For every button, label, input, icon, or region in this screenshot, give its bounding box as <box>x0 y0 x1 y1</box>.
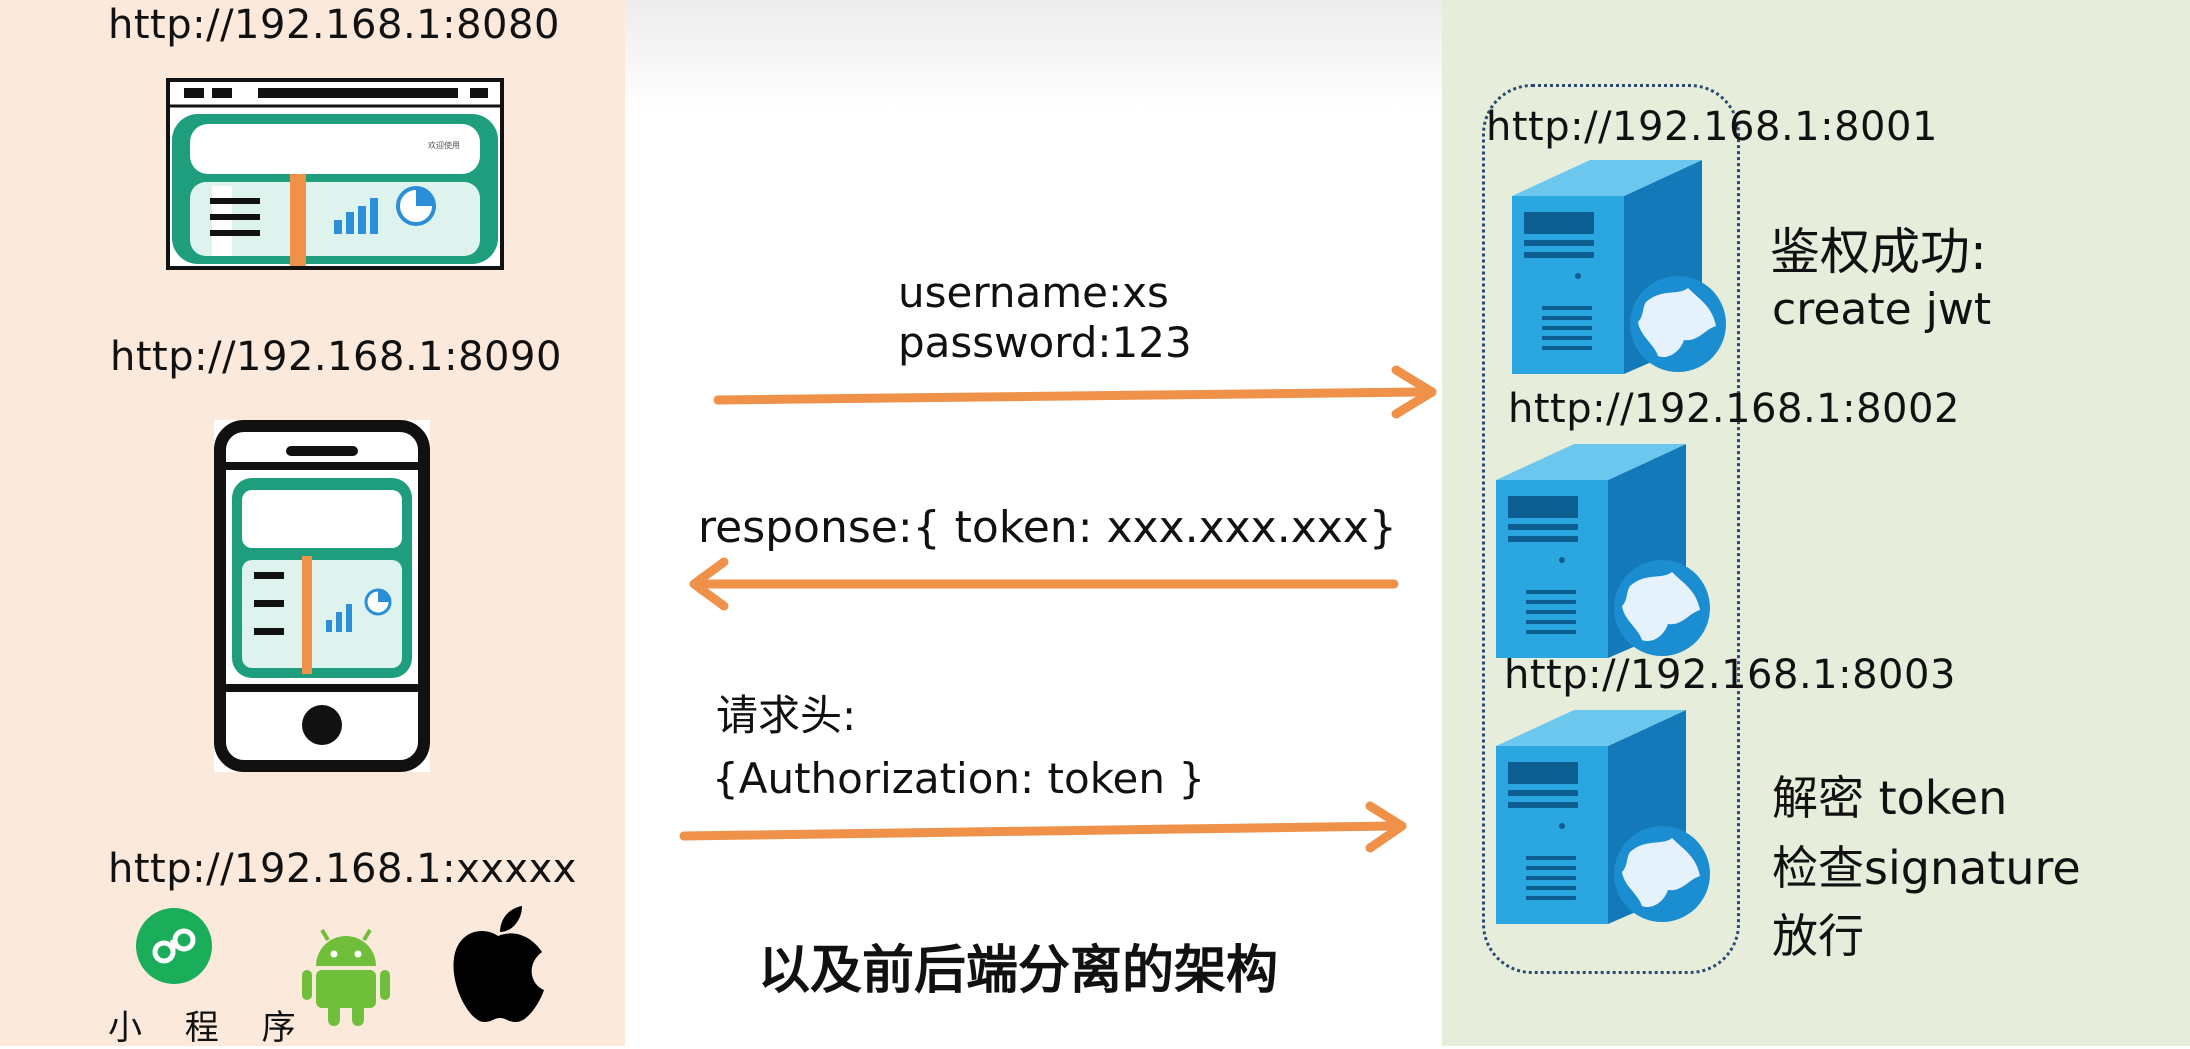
other-client-url: http://192.168.1:xxxxx <box>108 846 577 892</box>
web-browser-icon: 欢迎使用 <box>166 78 504 270</box>
login-password: password:123 <box>898 318 1192 367</box>
verify-step-pass: 放行 <box>1772 909 1864 963</box>
flow-panel <box>625 0 1442 1046</box>
verify-step-signature: 检查signature <box>1772 841 2081 895</box>
auth-success-action: create jwt <box>1772 284 1992 335</box>
mobile-client-url: http://192.168.1:8090 <box>110 334 562 380</box>
token-response: response:{ token: xxx.xxx.xxx} <box>698 502 1397 553</box>
screen-caption: 欢迎使用 <box>428 140 460 150</box>
android-icon <box>302 928 390 1026</box>
verify-step-decrypt: 解密 token <box>1772 771 2008 825</box>
auth-success-title: 鉴权成功: <box>1770 223 1987 281</box>
server1-icon <box>1512 160 1726 374</box>
server1-url: http://192.168.1:8001 <box>1486 104 1938 150</box>
architecture-caption: 以及前后端分离的架构 <box>758 941 1279 1001</box>
server2-icon <box>1496 444 1710 658</box>
server-cluster-outline <box>1482 84 1740 974</box>
server2-url: http://192.168.1:8002 <box>1508 386 1960 432</box>
apple-icon <box>453 906 544 1022</box>
miniprogram-icon <box>136 908 212 984</box>
miniprogram-label: 小 程 序 <box>108 1008 312 1048</box>
server3-icon <box>1496 710 1710 924</box>
login-username: username:xs <box>898 268 1169 317</box>
request-header-title: 请求头: <box>716 691 857 740</box>
request-header-body: {Authorization: token } <box>712 754 1206 803</box>
mobile-phone-icon <box>214 420 430 772</box>
server3-url: http://192.168.1:8003 <box>1504 652 1956 698</box>
web-client-url: http://192.168.1:8080 <box>108 2 560 48</box>
